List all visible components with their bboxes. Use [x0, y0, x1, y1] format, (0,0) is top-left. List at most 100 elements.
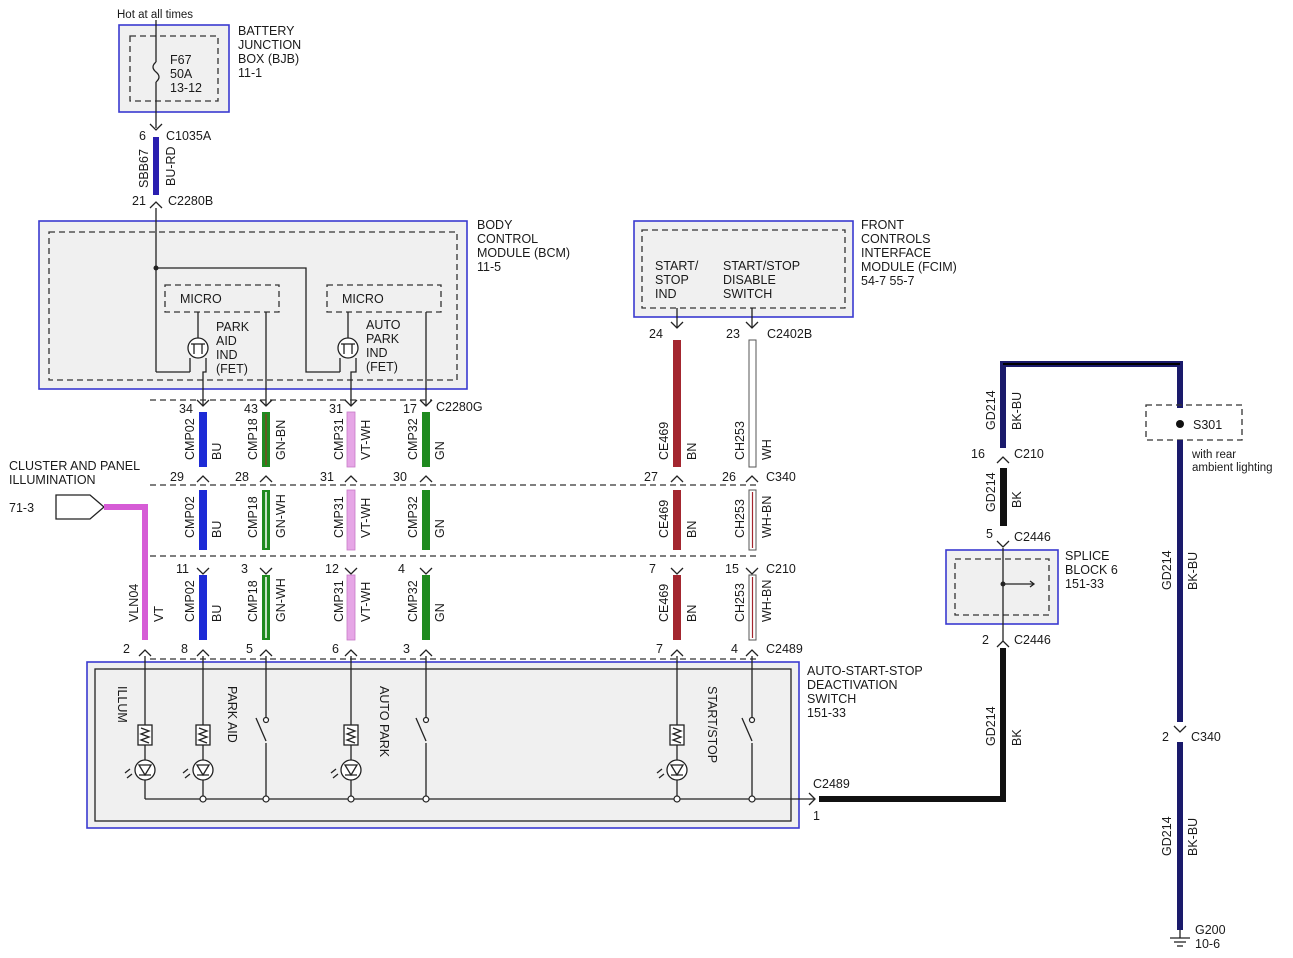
bcm-title-3: MODULE (BCM)	[477, 246, 570, 260]
auto-park-switch-icon	[415, 717, 427, 742]
start-stop-led-diode	[669, 764, 685, 777]
start-stop-led-icon	[666, 759, 688, 781]
bjb-module-box	[118, 24, 230, 113]
park-aid-fet-out	[202, 358, 207, 405]
auto-park-label-1: AUTO	[366, 318, 401, 332]
led-icon	[124, 759, 688, 781]
cmp31-pin-sw: 6	[332, 642, 339, 656]
auto-park-resistor-zigzag	[345, 727, 357, 744]
cmp02-wire-mid	[199, 490, 207, 550]
g200-ref: 10-6	[1195, 937, 1220, 951]
park-aid-label-2: AID	[216, 334, 237, 348]
cmp31-pin-c340: 31	[320, 470, 334, 484]
cmp02-circuit-mid: CMP02	[183, 496, 197, 538]
c2446-bottom-symbol	[996, 640, 1010, 648]
cmp31-wire-bot	[346, 574, 356, 641]
cmp18-color-mid: GN-WH	[274, 494, 288, 538]
cmp32-pin-sw: 3	[403, 642, 410, 656]
cmp18-color-top: GN-BN	[274, 420, 288, 460]
cmp02-pin-c340: 29	[170, 470, 184, 484]
ch253-pin-c340: 26	[722, 470, 736, 484]
s301-box	[1145, 404, 1243, 441]
cmp02-c2280g-symbol	[196, 399, 210, 407]
g200-label: G200	[1195, 923, 1226, 937]
splice-block-inner	[954, 558, 1050, 616]
cmp18-pin-c340: 28	[235, 470, 249, 484]
bcm-title-2: CONTROL	[477, 232, 538, 246]
cmp32-c210-symbol	[419, 567, 433, 575]
bus-node-auto-park-switch	[422, 795, 430, 803]
bjb-title-3: BOX (BJB)	[238, 52, 299, 66]
bjb-title-1: BATTERY	[238, 24, 295, 38]
ce469-pin-c210: 7	[649, 562, 656, 576]
bcm-title-1: BODY	[477, 218, 513, 232]
gd214-color-bottom: BK	[1010, 729, 1024, 746]
cmp02-wire-bot	[199, 575, 207, 640]
c2280b-connector-symbol	[149, 201, 163, 209]
start-stop-contact-top	[748, 716, 756, 724]
switch-label-start-stop: START/STOP	[705, 686, 719, 763]
switch-title-2: DEACTIVATION	[807, 678, 898, 692]
feed-conn-bottom: C2280B	[168, 194, 213, 208]
ce469-wire-top	[673, 340, 681, 467]
cmp32-wire-bot	[422, 575, 430, 640]
cmp18-circuit-mid: CMP18	[246, 496, 260, 538]
cluster-ref: 71-3	[9, 501, 34, 515]
bus-nodes	[199, 795, 756, 803]
gd214-circuit-mid: GD214	[984, 472, 998, 512]
cmp02-pin-c210: 11	[176, 562, 189, 576]
c210-ground-pin: 16	[971, 447, 985, 461]
park-aid-led-diode	[195, 764, 211, 777]
illum-resistor-zigzag	[139, 727, 151, 744]
c2280g-label: C2280G	[436, 400, 483, 414]
ce469-c340-symbol	[670, 475, 684, 483]
c2446-bottom-pin: 2	[982, 633, 989, 647]
gd214-circuit-top: GD214	[984, 390, 998, 430]
cmp02-pin-bcm: 34	[179, 402, 193, 416]
ce469-wire-mid	[673, 490, 681, 550]
gd214-wire-switch-to-splice	[819, 648, 1006, 802]
cmp02-color-bot: BU	[210, 605, 224, 622]
cmp31-pin-bcm: 31	[329, 402, 343, 416]
cmp18-pin-c210: 3	[241, 562, 248, 576]
bcm-module-box	[38, 220, 468, 390]
illum-led-rays	[124, 768, 133, 779]
cmp32-circuit-top: CMP32	[406, 418, 420, 460]
park-aid-label-3: IND	[216, 348, 238, 362]
ce469-c2489-symbol	[670, 649, 684, 657]
cmp31-c2280g-symbol	[344, 399, 358, 407]
park-aid-led-rays	[182, 768, 191, 779]
illum-led-diode	[137, 764, 153, 777]
c1035a-connector-symbol	[149, 123, 163, 131]
gd214-circuit-right-1: GD214	[1160, 550, 1174, 590]
cmp32-color-top: GN	[433, 441, 447, 460]
cmp02-circuit-bot: CMP02	[183, 580, 197, 622]
ce469-circuit-mid: CE469	[657, 500, 671, 538]
illum-led-icon	[134, 759, 156, 781]
fcim-title-1: FRONT	[861, 218, 904, 232]
c2489-label: C2489	[766, 642, 803, 656]
cmp32-color-bot: GN	[433, 603, 447, 622]
bjb-ref: 11-1	[238, 66, 262, 80]
cmp02-circuit-top: CMP02	[183, 418, 197, 460]
bcm-ref: 11-5	[477, 260, 501, 274]
park-aid-label-1: PARK	[216, 320, 250, 334]
cmp18-circuit-top: CMP18	[246, 418, 260, 460]
park-aid-contact-top	[262, 716, 270, 724]
splice-block-box	[945, 549, 1059, 625]
cluster-title-2: ILLUMINATION	[9, 473, 96, 487]
wire-cmp02: 34 CMP02 BU 29 CMP02 BU 11 CMP02 BU 8	[170, 399, 224, 657]
splice-title-1: SPLICE	[1065, 549, 1109, 563]
splice-block-arrow-icon	[1029, 580, 1036, 588]
bus-node-park-aid-switch	[262, 795, 270, 803]
switch-contact-icon	[255, 716, 756, 742]
feed-conn-top: C1035A	[166, 129, 212, 143]
ch253-pin-c210: 15	[725, 562, 739, 576]
cmp32-pin-c340: 30	[393, 470, 407, 484]
ch253-c340-symbol	[745, 475, 759, 483]
feed-color: BU-RD	[164, 146, 178, 186]
bus-node-park-aid	[199, 795, 207, 803]
feed-pin-bottom: 21	[132, 194, 146, 208]
c340-label: C340	[766, 470, 796, 484]
cmp18-c2280g-symbol	[259, 399, 273, 407]
